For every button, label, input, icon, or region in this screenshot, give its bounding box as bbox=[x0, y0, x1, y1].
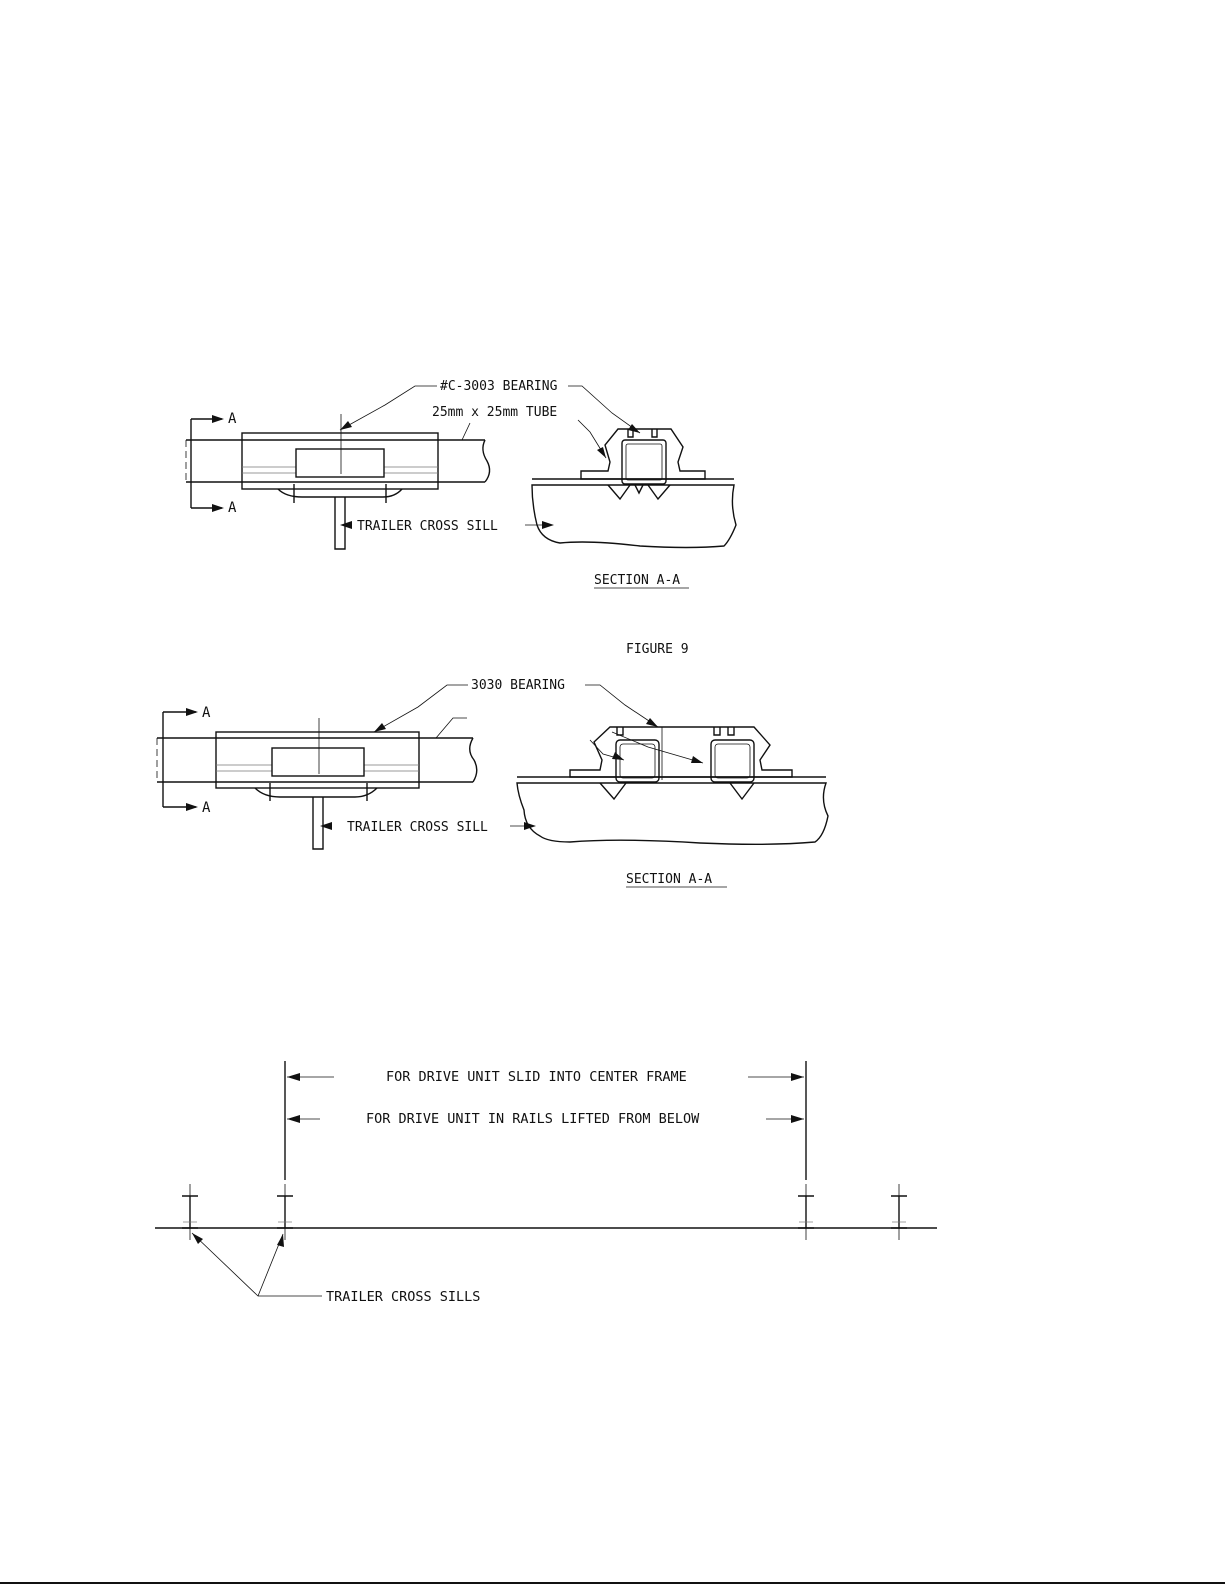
cross-sill-beam-4 bbox=[891, 1184, 907, 1240]
dim-lifted-label: FOR DRIVE UNIT IN RAILS LIFTED FROM BELO… bbox=[366, 1111, 700, 1127]
cross-sill-beam-1 bbox=[182, 1184, 198, 1240]
top-bearing-label: #C-3003 BEARING bbox=[440, 379, 558, 394]
middle-section-view bbox=[517, 727, 828, 844]
top-section-title: SECTION A-A bbox=[594, 573, 680, 588]
middle-section-title: SECTION A-A bbox=[626, 872, 712, 887]
cross-sill-beam-2 bbox=[277, 1184, 293, 1240]
middle-cross-sill-label: TRAILER CROSS SILL bbox=[347, 820, 488, 835]
top-section-mark-a-lower: A bbox=[228, 500, 237, 516]
middle-section-mark-a-lower: A bbox=[202, 800, 211, 816]
top-cross-sill-label: TRAILER CROSS SILL bbox=[357, 519, 498, 534]
cross-sill-beam-3 bbox=[798, 1184, 814, 1240]
top-section-mark-a-upper: A bbox=[228, 411, 237, 427]
top-section-view bbox=[532, 429, 736, 548]
dim-slid-label: FOR DRIVE UNIT SLID INTO CENTER FRAME bbox=[386, 1069, 687, 1085]
figure-caption: FIGURE 9 bbox=[626, 642, 689, 657]
middle-detail: A A 3030 BEARING TRAILER CROSS SILL bbox=[157, 678, 828, 887]
cross-sills-label: TRAILER CROSS SILLS bbox=[326, 1289, 480, 1305]
top-tube-label: 25mm x 25mm TUBE bbox=[432, 405, 557, 420]
middle-section-mark-a-upper: A bbox=[202, 705, 211, 721]
middle-bearing-label: 3030 BEARING bbox=[471, 678, 565, 693]
top-detail: A A #C-3003 BEARING 25mm x 25mm T bbox=[186, 379, 736, 588]
bottom-detail: FOR DRIVE UNIT SLID INTO CENTER FRAME FO… bbox=[155, 1061, 937, 1305]
